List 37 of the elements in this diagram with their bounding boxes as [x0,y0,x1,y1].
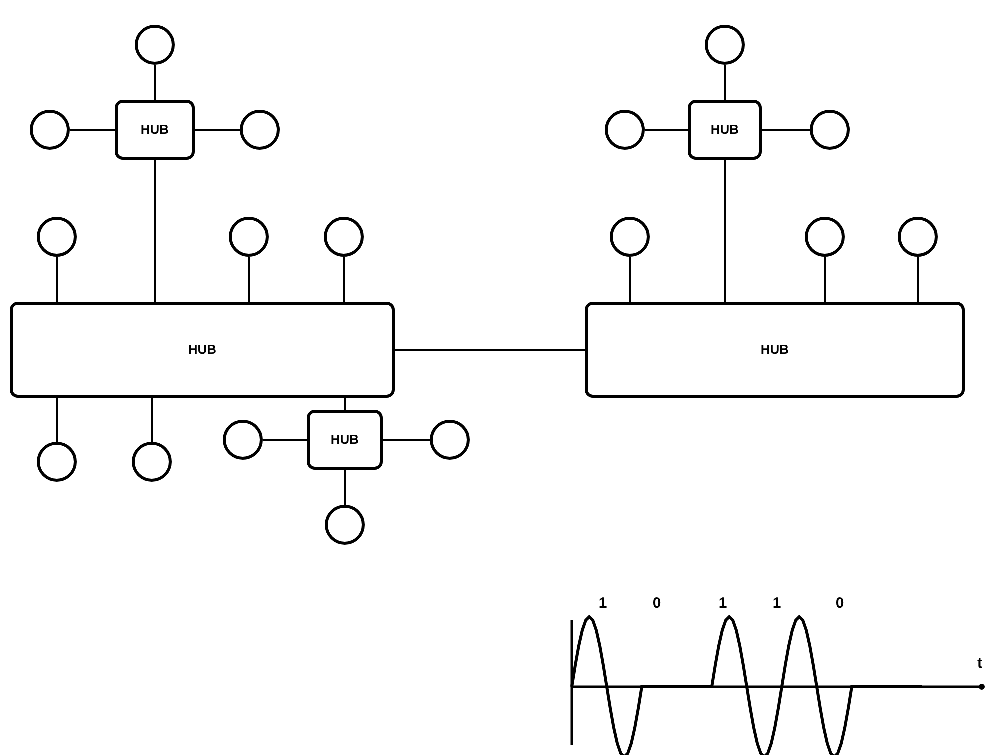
hub-box [10,302,395,398]
link-line [56,398,58,442]
hub-label: HUB [188,341,217,360]
hub-label: HUB [760,341,790,360]
hub-box [307,410,383,470]
bit-label: 0 [652,594,662,614]
link-line [248,257,250,302]
link-line [645,129,688,131]
bit-label: 0 [836,594,844,614]
hub-label: HUB [140,121,170,140]
axis-label: t [978,654,982,674]
link-line [824,257,826,302]
link-line [724,65,726,100]
hub-label: HUB [710,121,740,140]
link-line [724,160,726,302]
link-line [70,129,115,131]
bit-label: 1 [772,594,782,614]
hub-label: HUB [330,431,360,450]
hub-box [115,100,195,160]
link-line [762,129,810,131]
link-line [263,439,307,441]
bit-label: 1 [718,594,728,614]
hub-box [688,100,762,160]
link-line [629,257,631,302]
hub-box [585,302,965,398]
link-line [395,349,585,351]
link-line [154,160,156,302]
link-line [56,257,58,302]
link-line [344,470,346,505]
link-line [195,129,240,131]
link-line [343,257,345,302]
link-line [383,439,430,441]
link-line [154,65,156,100]
link-line [344,398,346,410]
link-line [151,398,153,442]
link-line [917,257,919,302]
bit-label: 1 [598,594,608,614]
